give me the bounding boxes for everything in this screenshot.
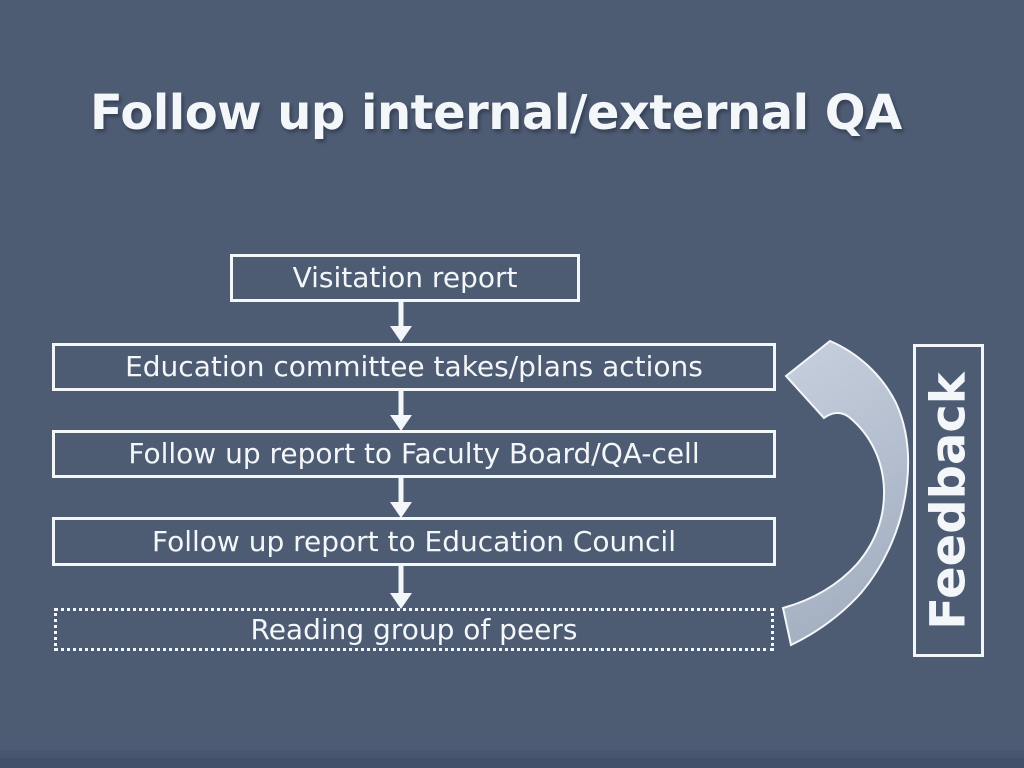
down-arrow-icon	[390, 566, 412, 609]
slide-bottom-edge-lower	[0, 758, 1024, 768]
slide-title: Follow up internal/external QA	[90, 85, 902, 141]
down-arrow-icon	[390, 391, 412, 431]
flow-box-education-council-report: Follow up report to Education Council	[52, 517, 776, 566]
flow-box-faculty-board-report: Follow up report to Faculty Board/QA-cel…	[52, 430, 776, 478]
flow-box-label: Education committee takes/plans actions	[125, 350, 703, 383]
slide-bottom-edge-upper	[0, 750, 1024, 758]
feedback-label: Feedback	[920, 371, 977, 630]
down-arrow-icon	[390, 302, 412, 342]
flow-box-label: Reading group of peers	[250, 612, 578, 646]
down-arrow-icon	[390, 478, 412, 518]
flow-box-label: Visitation report	[292, 261, 518, 294]
flow-box-visitation-report: Visitation report	[230, 254, 580, 302]
flow-box-label: Follow up report to Faculty Board/QA-cel…	[128, 437, 700, 470]
flow-box-reading-group: Reading group of peers	[54, 608, 774, 651]
flow-box-education-committee: Education committee takes/plans actions	[52, 343, 776, 391]
feedback-box: Feedback	[913, 344, 984, 657]
flow-box-label: Follow up report to Education Council	[151, 524, 676, 558]
